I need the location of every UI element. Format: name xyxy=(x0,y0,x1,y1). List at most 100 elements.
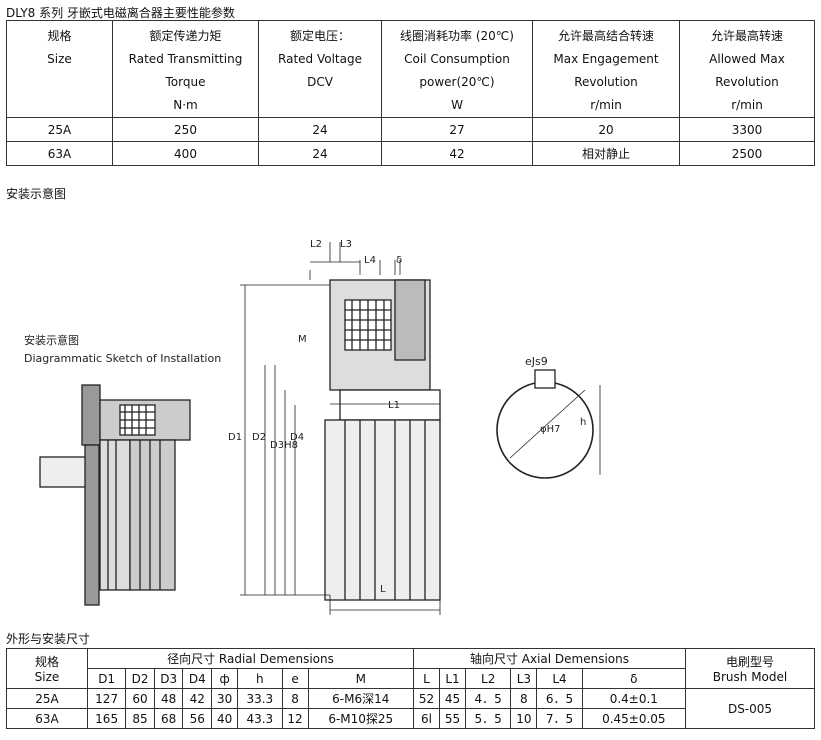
header-text: Max Engagement xyxy=(553,52,659,66)
brush-model-cell: DS-005 xyxy=(685,688,815,729)
dims-row: 25A 127 60 48 42 30 33.3 8 6-M6深14 52 45… xyxy=(6,688,815,729)
header-text: Torque xyxy=(165,75,206,89)
label-h: h xyxy=(580,417,586,428)
perf-header-engagement: 允许最高结合转速 Max Engagement Revolution r/min xyxy=(532,20,680,118)
table-cell: 0.4±0.1 xyxy=(581,688,687,709)
installation-drawing: 安装示意图 Diagrammatic Sketch of Installatio… xyxy=(24,239,601,615)
table-cell: 33.3 xyxy=(237,688,283,709)
header-text: Size xyxy=(47,52,72,66)
perf-row: 25A 250 24 27 20 3300 xyxy=(6,117,815,142)
label-L3: L3 xyxy=(340,239,352,250)
label-M: M xyxy=(298,334,307,345)
perf-header-maxspeed: 允许最高转速 Allowed Max Revolution r/min xyxy=(679,20,815,118)
table-cell: 55 xyxy=(439,708,467,729)
table-cell: 52 xyxy=(412,688,441,709)
dims-section-title: 外形与安装尺寸 xyxy=(6,632,91,646)
dims-header-row-2: D1 D2 D3 D4 ф h e M L L1 L2 L3 L4 δ xyxy=(7,668,815,689)
table-cell: 6．5 xyxy=(536,688,583,709)
table-cell: 60 xyxy=(125,688,155,709)
header-text: Allowed Max xyxy=(709,52,785,66)
header-text: power(20℃) xyxy=(419,75,495,89)
col-header: D3 xyxy=(153,668,184,689)
header-text: 线圈消耗功率 (20℃) xyxy=(400,29,514,43)
header-text: Rated Voltage xyxy=(278,52,362,66)
header-text: Brush Model xyxy=(712,670,788,684)
perf-header-size: 规格 Size xyxy=(6,20,113,118)
col-header: L2 xyxy=(465,668,512,689)
table-cell: 6l xyxy=(412,708,441,729)
label-L1: L1 xyxy=(388,400,400,411)
dims-header-row-1: 规格 Size 径向尺寸 Radial Demensions 轴向尺寸 Axia… xyxy=(6,648,815,689)
table-cell: 24 xyxy=(258,141,382,166)
table-cell: 400 xyxy=(112,141,259,166)
header-text: Coil Consumption xyxy=(404,52,510,66)
perf-header-torque: 额定传递力矩 Rated Transmitting Torque N·m xyxy=(112,20,259,118)
col-header: M xyxy=(307,668,414,689)
label-eJs9: eJs9 xyxy=(525,355,548,368)
header-text: 额定传递力矩 xyxy=(149,29,222,43)
col-header: D2 xyxy=(125,668,155,689)
sketch-en-title: Diagrammatic Sketch of Installation xyxy=(24,352,221,365)
table-cell: 56 xyxy=(182,708,213,729)
header-text: 额定电压： xyxy=(289,29,350,43)
table-cell: 相对静止 xyxy=(532,141,680,166)
dimensions-table: 规格 Size 径向尺寸 Radial Demensions 轴向尺寸 Axia… xyxy=(6,648,815,729)
table-cell: 6-M10探25 xyxy=(307,708,414,729)
label-D2: D2 xyxy=(252,432,266,443)
table-cell: 20 xyxy=(532,117,680,142)
table-cell: 63A xyxy=(6,141,113,166)
perf-header-power: 线圈消耗功率 (20℃) Coil Consumption power(20℃)… xyxy=(381,20,533,118)
header-text: Size xyxy=(34,670,60,684)
header-text: r/min xyxy=(590,98,622,112)
header-text: Rated Transmitting xyxy=(128,52,243,66)
col-header: D1 xyxy=(86,668,127,689)
header-text: Revolution xyxy=(715,75,779,89)
table-cell: 42 xyxy=(182,688,213,709)
table-cell: 68 xyxy=(153,708,184,729)
radial-group-header: 径向尺寸 Radial Demensions xyxy=(87,648,414,669)
sketch-cn-title: 安装示意图 xyxy=(24,333,79,347)
label-D4: D4 xyxy=(290,432,304,443)
dims-header-size: 规格 Size xyxy=(6,648,88,689)
table-cell: 4．5 xyxy=(465,688,512,709)
table-cell: 8 xyxy=(281,688,309,709)
header-text: 规格 xyxy=(47,29,72,43)
install-section-title: 安装示意图 xyxy=(6,187,67,201)
table-cell: 27 xyxy=(381,117,533,142)
table-cell: 10 xyxy=(510,708,538,729)
table-cell: 12 xyxy=(281,708,309,729)
mini-sketch xyxy=(39,384,191,606)
perf-header-row: 规格 Size 额定传递力矩 Rated Transmitting Torque… xyxy=(6,20,815,118)
header-text: W xyxy=(451,98,463,112)
brush-model-header: 电刷型号 Brush Model xyxy=(685,648,815,689)
col-header: ф xyxy=(211,668,239,689)
table-cell: 40 xyxy=(211,708,239,729)
header-text: 允许最高转速 xyxy=(710,29,783,43)
main-side-view xyxy=(240,242,441,615)
table-cell: 48 xyxy=(153,688,184,709)
header-text: 规格 xyxy=(34,655,59,669)
axial-group-header: 轴向尺寸 Axial Demensions xyxy=(412,648,687,669)
table-cell: 0.45±0.05 xyxy=(581,708,687,729)
table-cell: 63A xyxy=(6,708,88,729)
label-phiH7: φH7 xyxy=(540,424,560,435)
table-cell: 42 xyxy=(381,141,533,166)
table-cell: 8 xyxy=(510,688,538,709)
col-header: L4 xyxy=(536,668,583,689)
table-cell: 7．5 xyxy=(536,708,583,729)
table-cell: 250 xyxy=(112,117,259,142)
header-text: DCV xyxy=(307,75,333,89)
table-cell: 2500 xyxy=(679,141,815,166)
header-text: Revolution xyxy=(574,75,638,89)
perf-row: 63A 400 24 42 相对静止 2500 xyxy=(6,141,815,166)
table-cell: 30 xyxy=(211,688,239,709)
table-cell: 3300 xyxy=(679,117,815,142)
label-L4: L4 xyxy=(364,255,376,266)
col-header: D4 xyxy=(182,668,213,689)
label-L2: L2 xyxy=(310,239,322,250)
table-cell: 24 xyxy=(258,117,382,142)
table-cell: 25A xyxy=(6,117,113,142)
keyed-bore-view xyxy=(496,369,601,479)
header-text: 电刷型号 xyxy=(725,655,774,669)
label-delta: δ xyxy=(396,255,402,266)
